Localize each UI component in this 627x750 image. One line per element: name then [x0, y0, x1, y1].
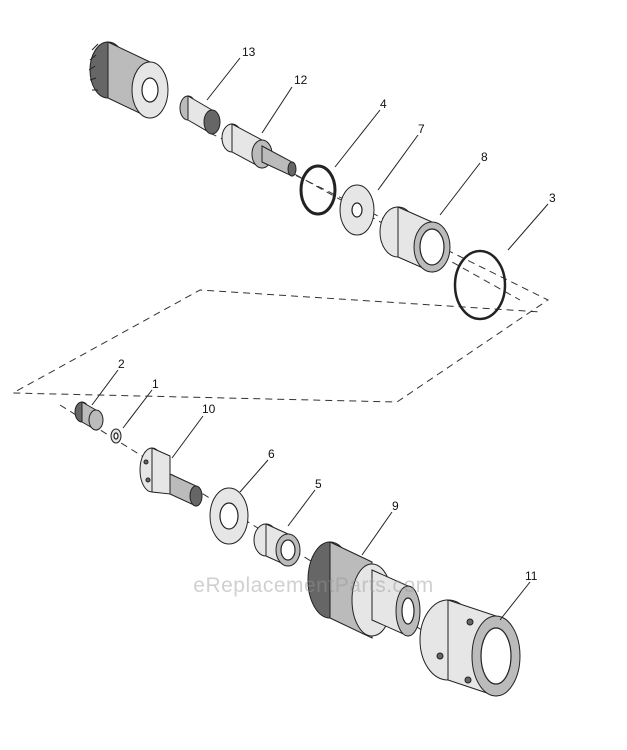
callout-10: 10	[202, 402, 216, 416]
leader-4	[334, 109, 381, 168]
gear-shaft-part	[88, 41, 169, 119]
small-bushing-1	[110, 428, 122, 444]
leader-lines	[91, 57, 549, 621]
leader-2	[91, 369, 119, 406]
flanged-shaft-10	[139, 447, 203, 507]
housing-cap-11	[419, 599, 521, 697]
callout-1: 1	[152, 377, 159, 391]
thrust-washer-6	[209, 487, 249, 545]
callout-6: 6	[268, 447, 275, 461]
callout-11: 11	[525, 569, 538, 583]
splined-shaft-12	[221, 123, 297, 177]
callout-2: 2	[118, 357, 125, 371]
callout-7: 7	[418, 122, 425, 136]
callout-4: 4	[380, 97, 387, 111]
needle-bearing-5	[253, 523, 301, 567]
needle-bearing-13	[179, 95, 221, 135]
needle-bearing-2	[74, 401, 104, 431]
thrust-washer-7	[339, 184, 375, 236]
leader-3	[507, 203, 549, 251]
callout-3: 3	[549, 191, 556, 205]
watermark-text: eReplacementParts.com	[193, 574, 434, 597]
leader-5	[287, 489, 316, 527]
leader-12	[261, 86, 293, 134]
leader-13	[206, 57, 241, 101]
snap-ring-4	[299, 164, 337, 216]
callout-9: 9	[392, 499, 399, 513]
callout-13: 13	[242, 45, 256, 59]
leader-11	[499, 581, 531, 621]
callout-5: 5	[315, 477, 322, 491]
callout-8: 8	[481, 150, 488, 164]
leader-8	[439, 162, 481, 216]
bushing-8	[379, 206, 451, 273]
leader-1	[122, 389, 153, 429]
leader-7	[377, 134, 419, 191]
callout-labels: 13 12 4 7 8 3 2 1 10 6 5 9 11	[118, 45, 556, 583]
callout-12: 12	[294, 73, 308, 87]
o-ring-3	[453, 249, 507, 321]
leader-10	[171, 415, 204, 459]
leader-6	[239, 459, 269, 493]
assembly-path-dashed	[11, 132, 549, 403]
leader-9	[361, 511, 393, 556]
gear-carrier-9	[307, 541, 421, 639]
